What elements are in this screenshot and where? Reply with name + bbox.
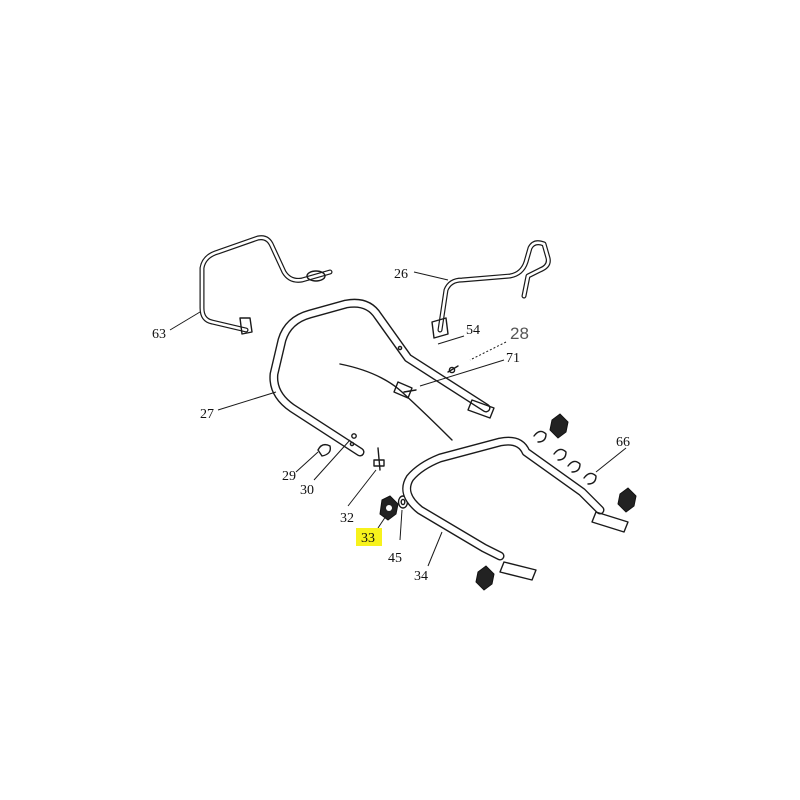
callout-71: 71: [506, 351, 520, 366]
part-28-cable: [339, 363, 453, 441]
callout-26: 26: [394, 267, 408, 282]
callout-28: 28: [510, 324, 529, 343]
callout-34: 34: [414, 569, 428, 584]
callout-27: 27: [200, 407, 214, 422]
part-34-lower-handle: [402, 436, 629, 581]
callout-33: 33: [361, 531, 375, 546]
part-30-screw: [351, 433, 357, 439]
callout-45: 45: [388, 551, 402, 566]
callout-66: 66: [616, 435, 630, 450]
part-54-screw: [447, 365, 459, 374]
leader-lines: [169, 271, 627, 567]
callout-29: 29: [282, 469, 296, 484]
part-29-clip: [317, 443, 332, 457]
part-27-upper-handle: [269, 298, 495, 457]
part-33-knob: [379, 495, 399, 521]
part-66-cable-clips: [475, 413, 637, 591]
callout-33-highlight: [356, 528, 382, 546]
part-63-control-bail: [199, 235, 333, 335]
part-71-bolt: [403, 389, 417, 393]
callout-54: 54: [466, 323, 480, 338]
part-32-bolt: [373, 447, 385, 471]
callout-32: 32: [340, 511, 354, 526]
part-26-control-lever: [431, 240, 551, 339]
callout-63: 63: [152, 327, 166, 342]
callout-30: 30: [300, 483, 314, 498]
